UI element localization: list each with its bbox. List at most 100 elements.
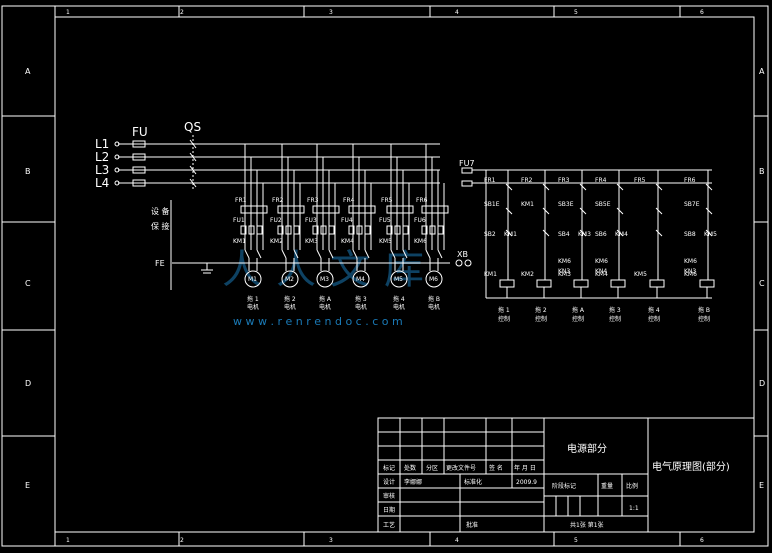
motor-fu-label: FU6: [414, 217, 426, 224]
col-label: 3: [329, 537, 333, 544]
ground-text: 设 备: [151, 206, 170, 216]
title-block: 电源部分 电气原理图(部分) 标记 处数 分区 更改文件号 签 名 年 月 日 …: [377, 417, 755, 533]
control-kn2: KN3: [684, 268, 696, 275]
motor-caption: 拖 4: [393, 295, 405, 303]
motor-caption: 拖 1: [247, 295, 259, 303]
control-km-mid: KM4: [615, 231, 628, 238]
supply-section: L1 L2 L3 L4 FU QS 设 备 保 接 FE: [95, 120, 712, 299]
control-fr-label: FR1: [484, 177, 496, 184]
control-fr-label: FR5: [634, 177, 646, 184]
control-caption-sub: 控制: [498, 315, 510, 323]
tb-process-label: 工艺: [383, 521, 395, 529]
fe-label: FE: [155, 259, 165, 268]
control-caption: 拖 1: [498, 306, 510, 314]
motor-fu-label: FU4: [341, 217, 353, 224]
tb-weight-label: 重量: [601, 482, 613, 490]
motor-fr-label: FR4: [343, 197, 355, 204]
row-label: A: [25, 67, 31, 76]
control-fr-label: FR4: [595, 177, 607, 184]
control-sb-mid: SB4: [558, 231, 570, 238]
column-ticks: [54, 6, 681, 546]
tb-header: 签 名: [489, 464, 503, 472]
control-km-mid: KM1: [504, 231, 517, 238]
tb-sheets: 共1张 第1张: [570, 521, 604, 529]
control-coil-label: KM1: [484, 271, 497, 278]
motor-km-label: KM1: [233, 238, 246, 245]
col-label: 2: [180, 9, 184, 16]
control-kn: KM6: [595, 258, 608, 265]
watermark-url: w w w . r e n r e n d o c . c o m: [233, 315, 403, 328]
motor-km-label: KM2: [270, 238, 283, 245]
col-label: 2: [180, 537, 184, 544]
control-sb-mid: SB8: [684, 231, 696, 238]
control-caption: 拖 B: [698, 306, 710, 314]
control-kn: KM6: [684, 258, 697, 265]
control-fr-label: FR6: [684, 177, 696, 184]
motor-caption: 拖 B: [428, 295, 440, 303]
motor-fr-label: FR5: [381, 197, 393, 204]
tb-scale: 1:1: [629, 505, 639, 512]
row-label: E: [759, 481, 764, 490]
control-caption-sub: 控制: [609, 315, 621, 323]
motor-id-label: M6: [429, 276, 438, 283]
control-kn2: KN3: [558, 268, 570, 275]
row-label: B: [759, 167, 765, 176]
row-label: C: [25, 279, 31, 288]
control-kn: KM6: [558, 258, 571, 265]
motor-caption-sub: 电机: [319, 303, 331, 311]
tb-stage-label: 阶段标记: [552, 482, 576, 490]
line-label-l4: L4: [95, 176, 109, 190]
line-label-l3: L3: [95, 163, 109, 177]
control-sb-mid: SB2: [484, 231, 496, 238]
tb-check-label: 审核: [383, 492, 395, 500]
tb-design-label: 设计: [383, 478, 395, 486]
col-label: 3: [329, 9, 333, 16]
control-sb-top: SB1E: [484, 201, 500, 208]
motor-id-label: M5: [394, 276, 403, 283]
motor-id-label: M3: [320, 276, 329, 283]
motor-km-label: KM5: [379, 238, 392, 245]
col-label: 1: [66, 9, 70, 16]
motor-km-label: KM4: [341, 238, 354, 245]
xb-connector: [455, 259, 472, 267]
control-coil-label: KM6: [684, 271, 697, 278]
motor-symbol: [316, 270, 334, 288]
col-label: 4: [455, 537, 459, 544]
motor-fu-label: FU1: [233, 217, 245, 224]
terminal-dots: [114, 141, 120, 186]
motor-symbol: [425, 270, 443, 288]
coil-symbol: [610, 279, 626, 288]
tb-header: 分区: [426, 464, 438, 472]
row-label: E: [25, 481, 30, 490]
motor-id-label: M1: [248, 276, 257, 283]
motor-caption: 拖 2: [284, 295, 296, 303]
tb-header: 处数: [404, 464, 416, 472]
motor-fr-label: FR2: [272, 197, 284, 204]
motor-id-label: M2: [285, 276, 294, 283]
col-label: 4: [455, 9, 459, 16]
control-fr-label: FR3: [558, 177, 570, 184]
control-caption: 拖 A: [572, 306, 585, 314]
control-sb-top: SB3E: [558, 201, 574, 208]
motor-caption-sub: 电机: [247, 303, 259, 311]
motor-caption: 拖 A: [319, 295, 332, 303]
control-sb-top: SB5E: [595, 201, 611, 208]
tb-approve-label: 批准: [466, 521, 478, 529]
row-label: D: [25, 379, 31, 388]
motor-symbol: [281, 270, 299, 288]
tb-date: 2009.9: [516, 479, 537, 486]
motor-fu-label: FU5: [379, 217, 391, 224]
line-label-l2: L2: [95, 150, 109, 164]
col-label: 1: [66, 537, 70, 544]
title-main: 电气原理图(部分): [652, 460, 730, 473]
control-km-mid: KM3: [578, 231, 591, 238]
col-label: 5: [574, 537, 578, 544]
